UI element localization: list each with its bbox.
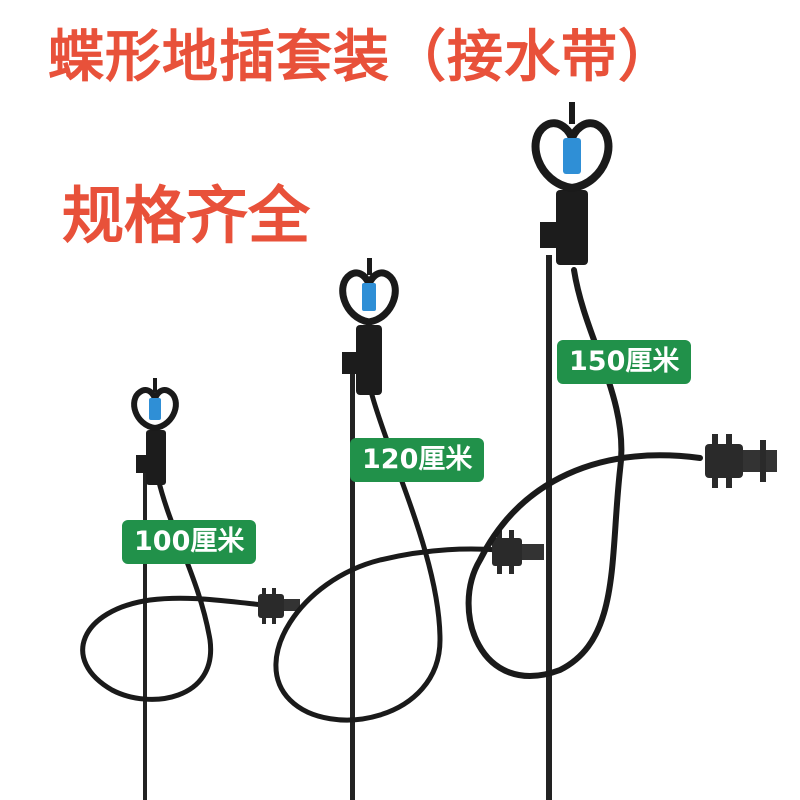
- connector-small: [258, 588, 300, 624]
- product-title: 蝶形地插套装（接水带）: [48, 25, 675, 90]
- sprinkler-medium: [273, 258, 544, 800]
- connector-medium: [492, 530, 544, 574]
- size-badge-small: 100厘米: [122, 520, 257, 564]
- spec-subtitle: 规格齐全: [62, 179, 311, 252]
- sprinkler-small: [80, 378, 300, 800]
- sprinkler-large: [465, 102, 777, 800]
- size-badge-medium: 120厘米: [350, 438, 485, 482]
- connector-large: [705, 434, 777, 488]
- size-badge-large: 150厘米: [557, 340, 692, 384]
